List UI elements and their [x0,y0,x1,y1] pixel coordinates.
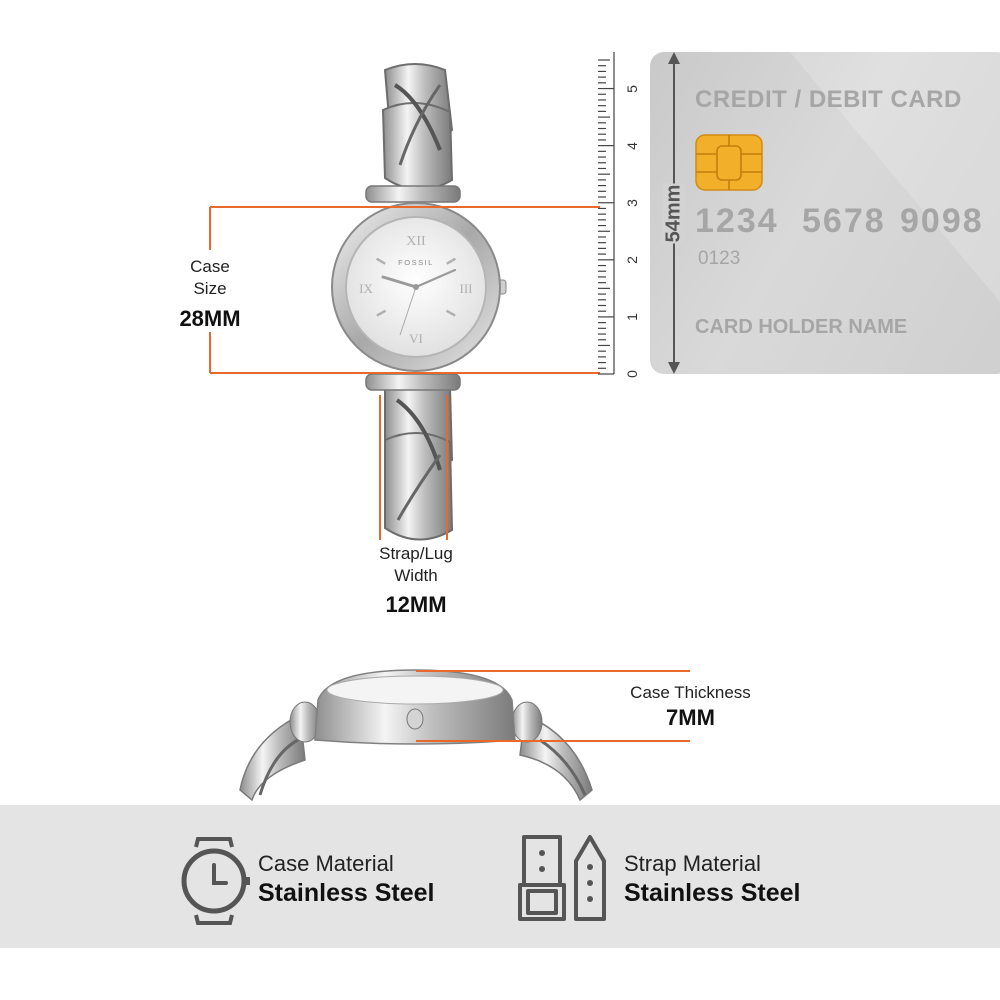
case-size-value: 28MM [179,306,241,331]
strap-material-value: Stainless Steel [624,879,801,907]
strap-width-label-line2: Width [394,566,438,585]
case-thickness-label: Case Thickness [630,683,751,702]
card-number-group-2: 5678 [802,202,886,240]
card-holder-name: CARD HOLDER NAME [695,316,908,338]
watch-side-image [239,669,690,802]
strap-width-value: 12MM [385,592,447,617]
case-size-label: Case Size [150,256,270,300]
case-size-bracket [209,206,600,374]
case-size-label-line2: Size [193,279,227,298]
card-sheen [790,52,1000,302]
hour-hand [381,275,418,289]
watch-icon [181,837,250,925]
ruler [598,52,615,375]
svg-text:XII: XII [406,234,426,249]
dial-indices: XII VI IX III [359,234,472,346]
lower-chain-bracelet [384,379,454,541]
credit-card: 54mm CREDIT / DEBIT CARD 1234 5678 9098 … [650,52,1000,374]
card-chip-icon [695,134,763,191]
case-size-label-line1: Case [190,257,230,276]
case-material-label: Case Material [258,851,394,876]
card-number-group-3: 9098 [900,202,984,240]
case-thickness-value: 7MM [666,705,715,730]
case-material-value: Stainless Steel [258,879,435,907]
card-title: CREDIT / DEBIT CARD [695,86,962,113]
strap-width-bracket [379,395,448,540]
svg-text:VI: VI [409,331,423,346]
minute-hand [414,268,457,289]
side-right-bracelet [511,701,593,802]
watch-brand: FOSSIL [398,258,434,267]
side-crown [406,708,424,730]
side-crystal [326,675,504,705]
svg-text:IX: IX [359,281,373,296]
second-hand [399,286,417,336]
strap-width-label: Strap/Lug Width [356,543,476,587]
top-lug [365,185,461,203]
strap-width-label-line1: Strap/Lug [379,544,453,563]
card-number-group-1: 1234 [695,202,779,240]
card-small-number: 0123 [698,248,741,269]
svg-text:III: III [460,281,473,296]
watch-front-image: XII VI IX III FOSSIL [209,52,615,541]
side-left-bracelet [239,701,321,802]
features-band: Case Material Stainless Steel Strap Mate… [0,805,1000,948]
strap-material-label: Strap Material [624,851,761,876]
case-thickness-bracket [416,670,690,742]
strap-icon [518,835,606,921]
